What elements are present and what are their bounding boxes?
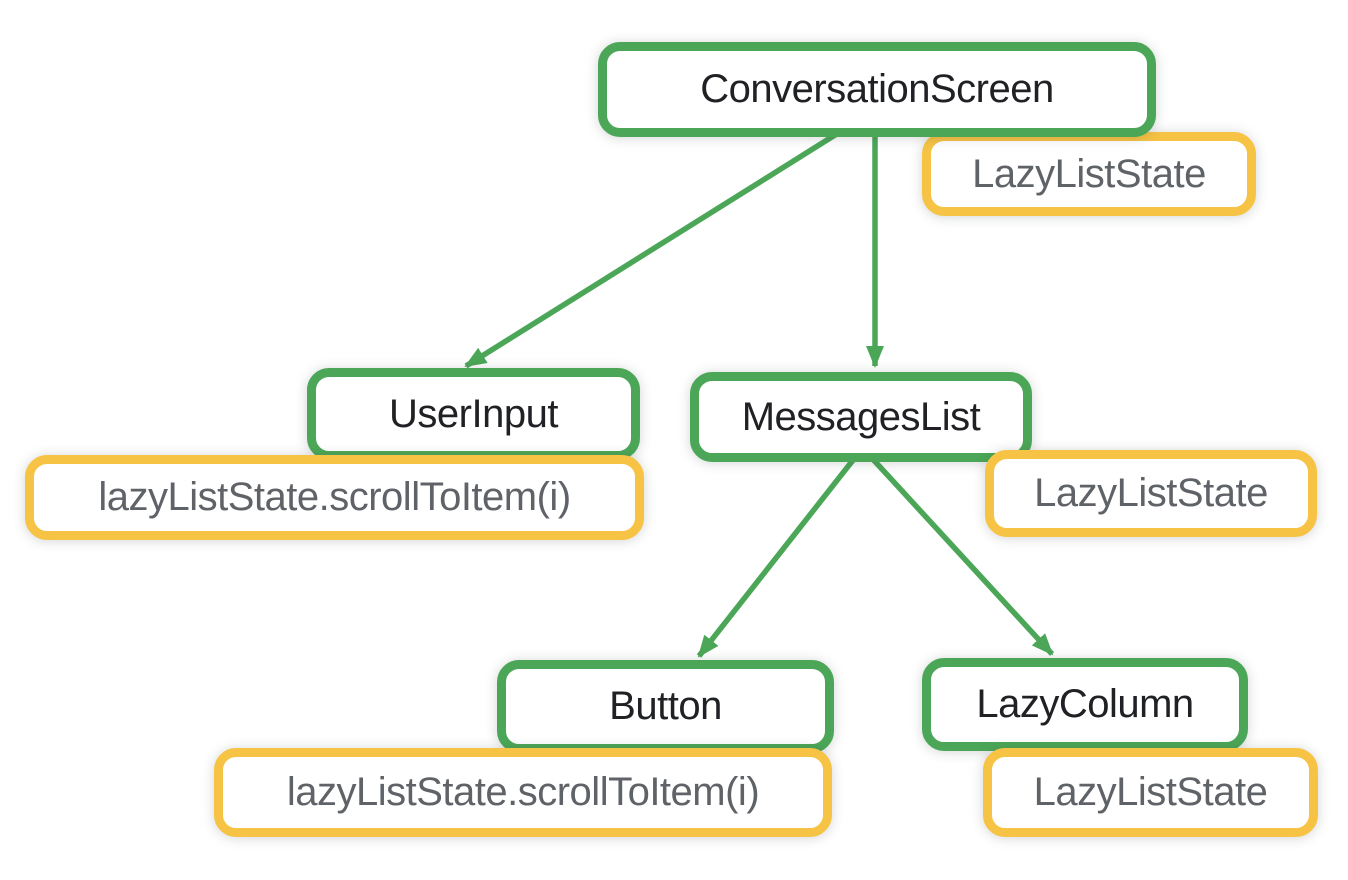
node-label: Button <box>609 684 722 728</box>
node-label: MessagesList <box>741 394 981 439</box>
node-lazy-column: LazyColumn <box>922 658 1248 751</box>
node-user-input: UserInput <box>307 368 640 460</box>
state-badge-lazy-column: LazyListState <box>983 748 1318 837</box>
state-badge-messages-list: LazyListState <box>985 450 1317 537</box>
node-button: Button <box>497 660 834 753</box>
node-conversation-screen: ConversationScreen <box>598 42 1156 137</box>
node-label: LazyColumn <box>976 682 1194 726</box>
state-label: lazyListState.scrollToItem(i) <box>98 475 571 519</box>
node-label: ConversationScreen <box>700 67 1054 111</box>
node-label: UserInput <box>389 391 558 436</box>
node-messages-list: MessagesList <box>690 372 1032 462</box>
state-badge-conversation-screen: LazyListState <box>922 132 1256 216</box>
edge-conversation-screen-user-input <box>464 127 845 369</box>
state-label: LazyListState <box>972 151 1206 196</box>
state-label: LazyListState <box>1034 471 1268 515</box>
state-badge-user-input: lazyListState.scrollToItem(i) <box>25 455 644 540</box>
edge-messages-list-button <box>696 453 860 658</box>
state-label: lazyListState.scrollToItem(i) <box>286 770 760 814</box>
state-badge-button: lazyListState.scrollToItem(i) <box>214 748 832 837</box>
state-label: LazyListState <box>1033 770 1268 814</box>
